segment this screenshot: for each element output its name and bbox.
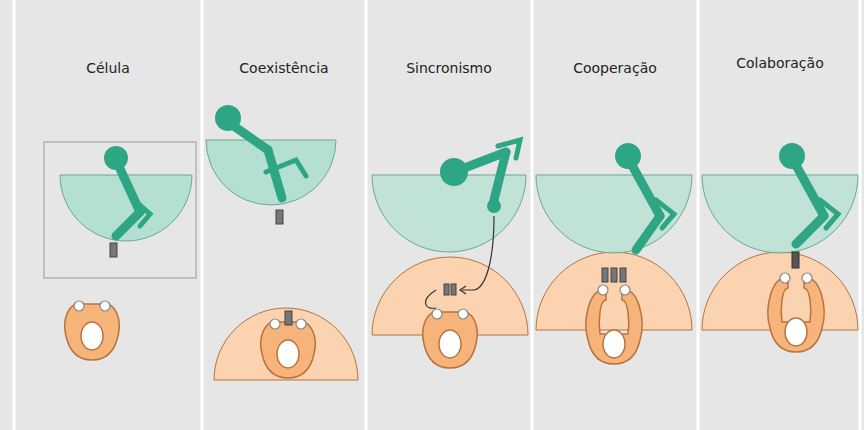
panel-title: Colaboração <box>736 55 823 71</box>
panel-title: Coexistência <box>239 60 328 76</box>
panel-title: Sincronismo <box>406 60 492 76</box>
panel-title: Cooperação <box>573 60 657 76</box>
panel-title: Célula <box>86 60 130 76</box>
